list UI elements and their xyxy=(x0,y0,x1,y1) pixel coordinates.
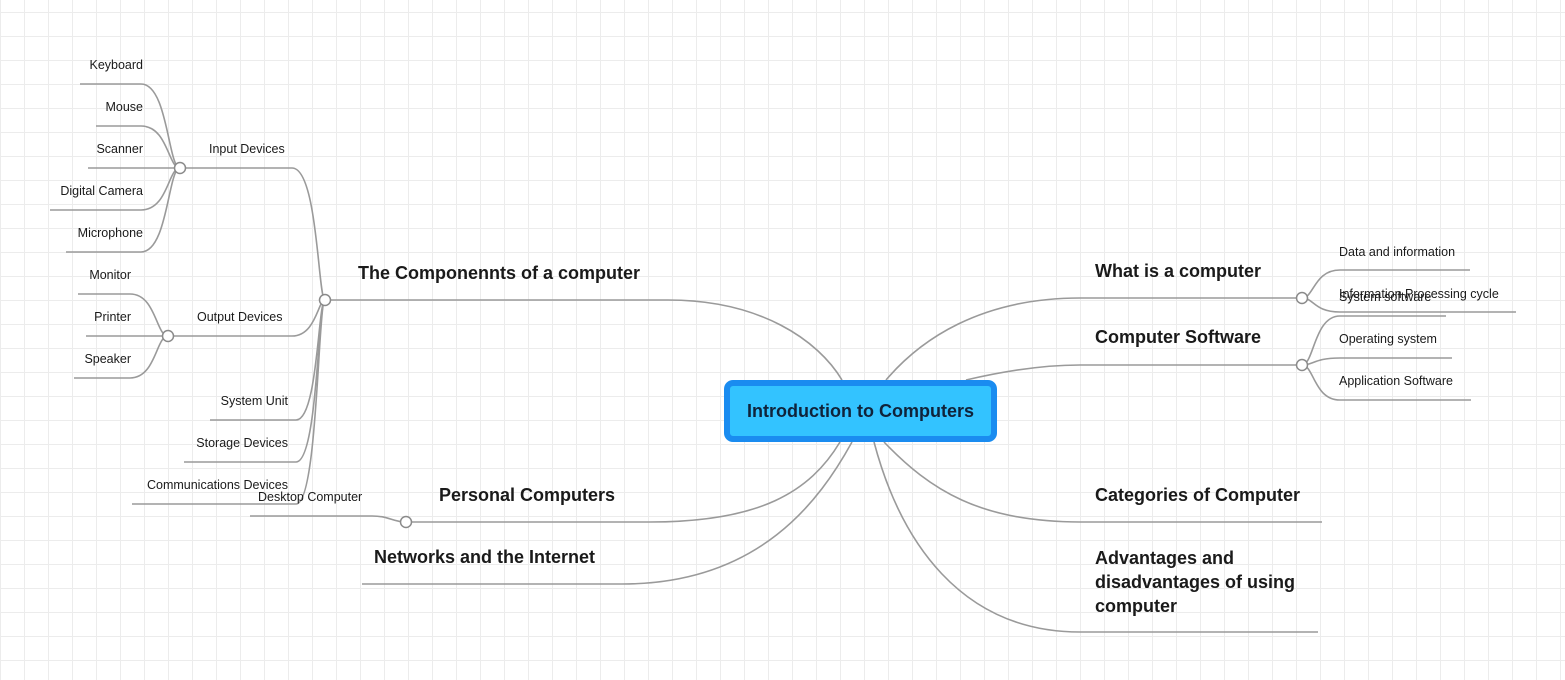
topic-components[interactable]: The Componennts of a computer xyxy=(358,263,641,283)
topic-networks[interactable]: Networks and the Internet xyxy=(374,547,596,567)
connector-personal-computers xyxy=(406,441,841,523)
connector-components xyxy=(325,299,843,381)
connector-categories xyxy=(883,441,1322,523)
subtopic-system-unit[interactable]: System Unit xyxy=(220,394,288,408)
subtopic-storage-devices[interactable]: Storage Devices xyxy=(196,436,288,450)
leaf-desktop-computer[interactable]: Desktop Computer xyxy=(258,490,363,504)
connector-what-is xyxy=(885,297,1302,381)
topic-advantages[interactable]: Advantages and disadvantages of using co… xyxy=(1095,548,1296,616)
leaf-mouse[interactable]: Mouse xyxy=(105,100,143,114)
topic-personal-computers[interactable]: Personal Computers xyxy=(439,485,616,505)
leaf-monitor[interactable]: Monitor xyxy=(89,268,131,282)
central-topic[interactable]: Introduction to Computers xyxy=(724,380,997,442)
leaf-operating-system[interactable]: Operating system xyxy=(1339,332,1437,346)
collapse-toggle-what-is[interactable] xyxy=(1295,291,1309,305)
leaf-digital-camera[interactable]: Digital Camera xyxy=(60,184,143,198)
leaf-microphone[interactable]: Microphone xyxy=(77,226,143,240)
collapse-toggle-components[interactable] xyxy=(318,293,332,307)
leaf-system-software[interactable]: System software xyxy=(1339,290,1432,304)
subtopic-input-devices[interactable]: Input Devices xyxy=(209,142,285,156)
collapse-toggle-output-devices[interactable] xyxy=(161,329,175,343)
leaf-scanner[interactable]: Scanner xyxy=(96,142,143,156)
connector-advantages xyxy=(873,441,1318,633)
connector-networks xyxy=(362,441,853,585)
topic-what-is-computer[interactable]: What is a computer xyxy=(1095,261,1262,281)
connector-communications-devices xyxy=(132,299,326,505)
leaf-keyboard[interactable]: Keyboard xyxy=(89,58,143,72)
connector-operating-system xyxy=(1301,357,1452,366)
leaf-information-processing-cycle[interactable]: Information Processing cycle xyxy=(1339,287,1499,301)
topic-computer-software[interactable]: Computer Software xyxy=(1095,327,1262,347)
connector-input-devices xyxy=(180,167,326,301)
central-topic-label: Introduction to Computers xyxy=(747,400,974,421)
subtopic-communications-devices[interactable]: Communications Devices xyxy=(146,478,288,492)
topic-categories[interactable]: Categories of Computer xyxy=(1095,485,1301,505)
collapse-toggle-personal-computers[interactable] xyxy=(399,515,413,529)
collapse-toggle-input-devices[interactable] xyxy=(173,161,187,175)
leaf-application-software[interactable]: Application Software xyxy=(1339,374,1453,388)
connector-desktop-computer xyxy=(250,515,407,523)
connector-software xyxy=(965,364,1302,381)
leaf-printer[interactable]: Printer xyxy=(94,310,131,324)
collapse-toggle-software[interactable] xyxy=(1295,358,1309,372)
subtopic-output-devices[interactable]: Output Devices xyxy=(197,310,283,324)
leaf-data-information[interactable]: Data and information xyxy=(1339,245,1456,259)
leaf-speaker[interactable]: Speaker xyxy=(84,352,131,366)
